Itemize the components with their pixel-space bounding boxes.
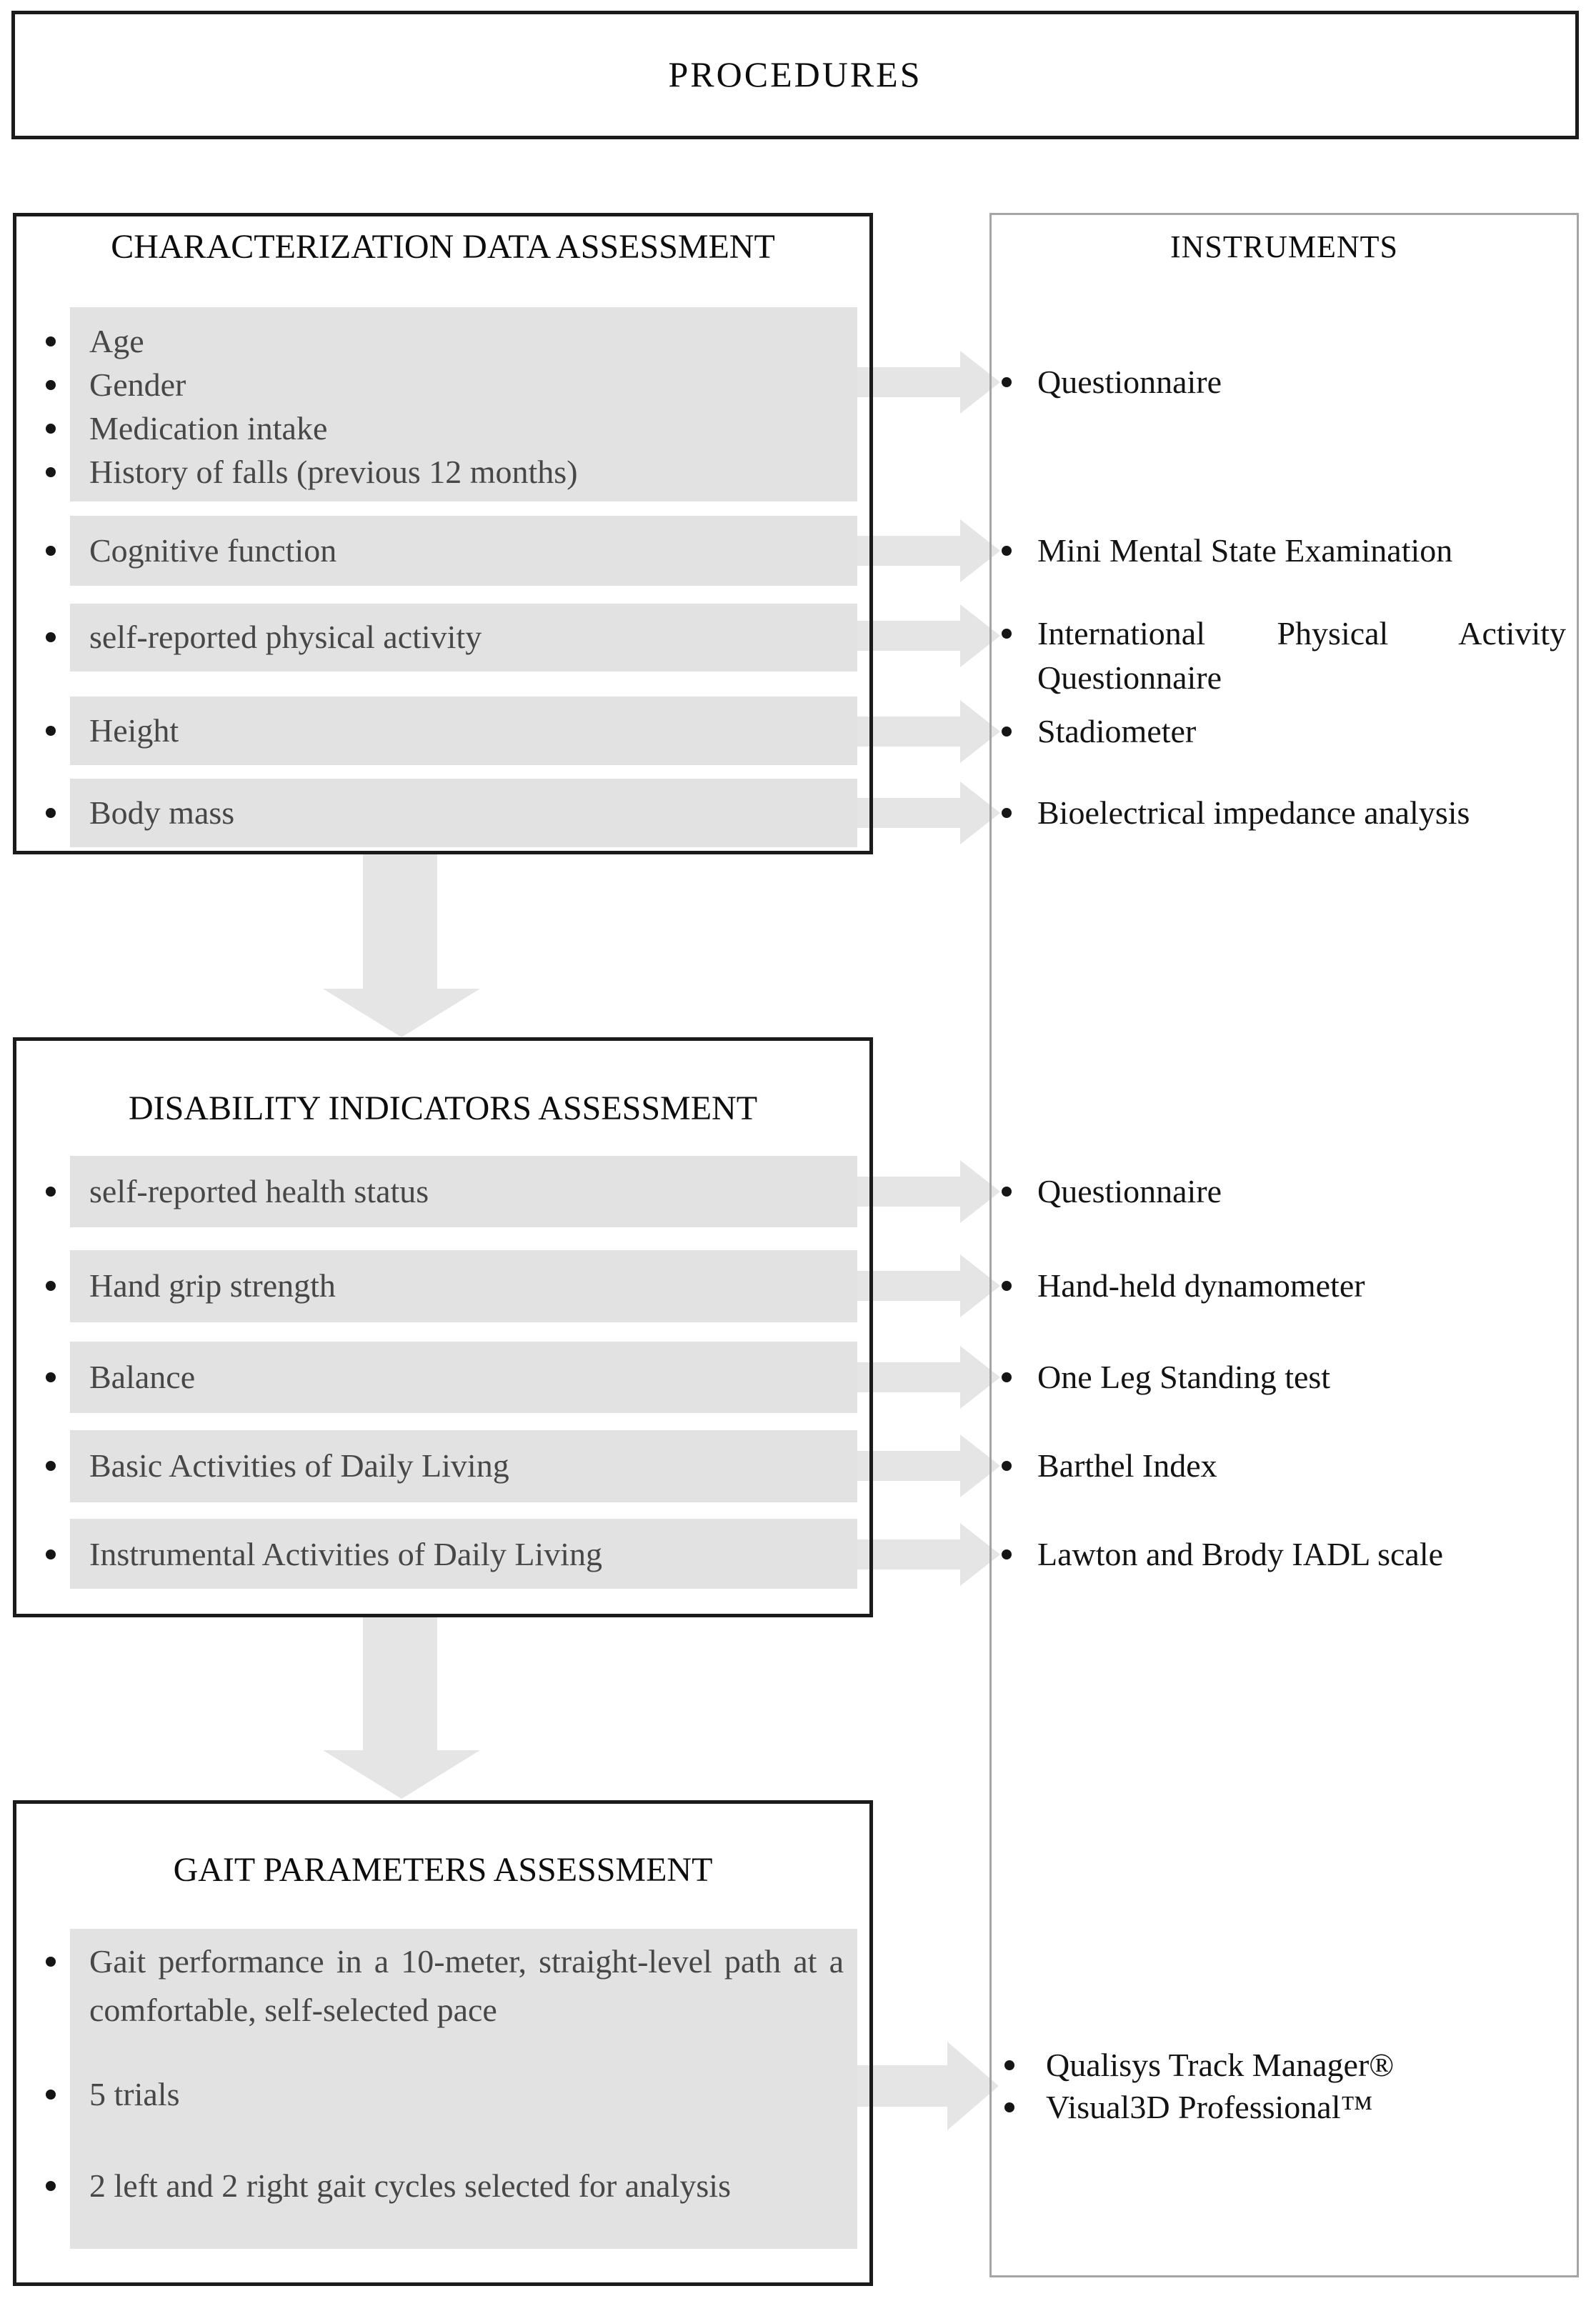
instrument-item: Qualisys Track Manager®: [1046, 2047, 1395, 2083]
arrow-down-icon: [323, 1616, 480, 1802]
characterization-item: Body mass: [89, 794, 235, 831]
instrument-item: Visual3D Professional™: [1046, 2089, 1373, 2125]
bullet-icon: [1002, 1187, 1012, 1197]
characterization-item: Gender: [89, 366, 186, 403]
bullet-icon: [1002, 1461, 1012, 1471]
instruments-title: INSTRUMENTS: [1169, 229, 1399, 264]
disability-item: Balance: [89, 1359, 196, 1395]
item-bar: [70, 1519, 857, 1589]
arrow-right-icon: [847, 519, 1000, 582]
characterization-item: Height: [89, 712, 179, 749]
characterization-box: [13, 213, 873, 854]
instrument-item: Bioelectrical impedance analysis: [1037, 794, 1470, 831]
item-bar: [70, 1342, 857, 1413]
instrument-item: International Physical Activity Question…: [1037, 615, 1566, 696]
disability-box: [13, 1037, 873, 1617]
bullet-icon: [46, 632, 56, 642]
characterization-item: History of falls (previous 12 months): [89, 454, 578, 490]
characterization-item: self-reported physical activity: [89, 619, 482, 655]
bullet-icon: [46, 1281, 56, 1291]
arrow-right-icon: [847, 1523, 1000, 1586]
bullet-icon: [1002, 546, 1012, 556]
gait-item: 5 trials: [89, 2076, 180, 2112]
bullet-icon: [46, 2090, 56, 2100]
bullet-icon: [46, 1957, 56, 1967]
bullet-icon: [46, 726, 56, 736]
gait-box: [13, 1800, 873, 2286]
instrument-item: Mini Mental State Examination: [1037, 532, 1453, 569]
item-bar: [70, 307, 857, 501]
bullet-icon: [46, 424, 56, 434]
arrow-right-icon: [847, 1160, 1000, 1223]
disability-item: Basic Activities of Daily Living: [89, 1447, 509, 1484]
bullet-icon: [1002, 1281, 1012, 1291]
bullet-icon: [46, 380, 56, 390]
item-bar: [70, 697, 857, 765]
arrow-right-icon: [847, 1346, 1000, 1409]
item-bar: [70, 1250, 857, 1322]
bullet-icon: [1002, 377, 1012, 387]
arrow-down-icon: [323, 854, 480, 1040]
gait-item: 2 left and 2 right gait cycles selected …: [89, 2167, 731, 2204]
disability-item: Instrumental Activities of Daily Living: [89, 1536, 602, 1572]
bullet-icon: [1002, 1549, 1012, 1559]
bullet-icon: [46, 467, 56, 477]
bullet-icon: [46, 336, 56, 346]
disability-item: Hand grip strength: [89, 1267, 336, 1304]
instruments-box: [989, 213, 1579, 2277]
procedures-box: [11, 11, 1579, 139]
item-bar: [70, 1430, 857, 1502]
instrument-item: Lawton and Brody IADL scale: [1037, 1536, 1444, 1572]
item-bar: [70, 604, 857, 672]
arrow-right-icon: [847, 1254, 1000, 1317]
instrument-item: Hand-held dynamometer: [1037, 1267, 1365, 1304]
instrument-item: One Leg Standing test: [1037, 1359, 1331, 1395]
bullet-icon: [1002, 1372, 1012, 1382]
bullet-icon: [1004, 2060, 1014, 2070]
bullet-icon: [1002, 629, 1012, 639]
characterization-item: Cognitive function: [89, 532, 337, 569]
characterization-item: Medication intake: [89, 410, 328, 446]
bullet-icon: [46, 1187, 56, 1197]
bullet-icon: [46, 1461, 56, 1471]
arrow-right-icon: [847, 1434, 1000, 1497]
item-bar: [70, 1929, 857, 2249]
disability-item: self-reported health status: [89, 1173, 429, 1209]
item-bar: [70, 1156, 857, 1227]
arrow-right-icon: [847, 604, 1000, 667]
instrument-item: Questionnaire: [1037, 364, 1222, 400]
instrument-item: Questionnaire: [1037, 1173, 1222, 1209]
gait-item: Gait performance in a 10-meter, straight…: [89, 1943, 844, 2028]
instrument-item: Barthel Index: [1037, 1447, 1217, 1484]
arrow-right-icon: [847, 782, 1000, 844]
bullet-icon: [1002, 727, 1012, 737]
item-bar: [70, 516, 857, 586]
bullet-icon: [46, 546, 56, 556]
bullet-icon: [46, 808, 56, 818]
bullet-icon: [46, 1549, 56, 1559]
arrow-right-icon: [847, 351, 1000, 414]
procedures-title: PROCEDURES: [668, 54, 922, 94]
characterization-title: CHARACTERIZATION DATA ASSESSMENT: [111, 228, 775, 266]
bullet-icon: [1002, 808, 1012, 818]
characterization-item: Age: [89, 323, 144, 359]
bullet-icon: [46, 1372, 56, 1382]
bullet-icon: [1004, 2102, 1014, 2112]
arrow-right-icon: [847, 700, 1000, 763]
bullet-icon: [46, 2181, 56, 2191]
item-bar: [70, 779, 857, 847]
disability-title: DISABILITY INDICATORS ASSESSMENT: [128, 1089, 758, 1127]
instrument-item: Stadiometer: [1037, 713, 1197, 749]
gait-title: GAIT PARAMETERS ASSESSMENT: [173, 1851, 713, 1889]
